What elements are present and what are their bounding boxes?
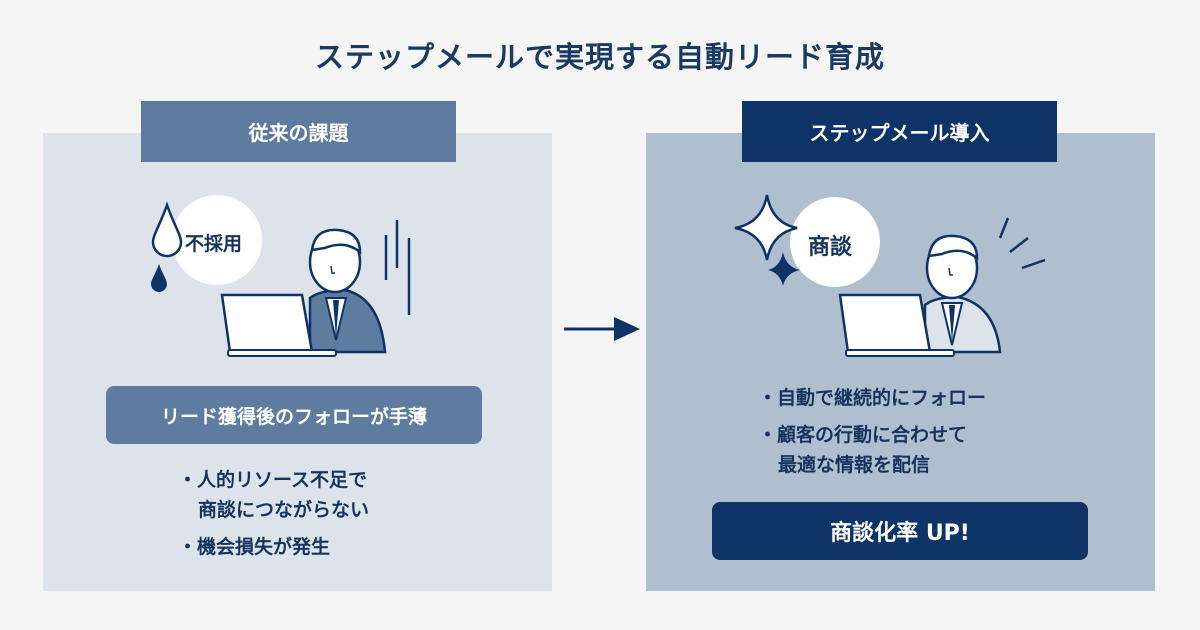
worried-person-illustration (151, 195, 411, 357)
drop-outline-icon (151, 201, 183, 258)
bullet-line: ・人的リソース不足で (178, 469, 368, 491)
happy-person-illustration (734, 194, 1046, 357)
bullet-line: ・顧客の行動に合わせて (758, 424, 968, 446)
bullet-line: ・機会損失が発生 (178, 536, 331, 558)
bullet-line: ・自動で継続的にフォロー (758, 387, 987, 409)
gloom-lines-icon (384, 220, 411, 315)
right-header: ステップメール導入 (742, 101, 1057, 162)
bullet-line: 商談につながらない (198, 499, 370, 521)
arrow-right-icon (564, 317, 640, 341)
deal-bubble-text: 商談 (808, 235, 853, 260)
right-bullets: ・自動で継続的にフォロー ・顧客の行動に合わせて 最適な情報を配信 (758, 383, 986, 480)
left-header: 従来の課題 (141, 101, 456, 162)
drop-filled-icon (151, 264, 167, 292)
bullet-line: 最適な情報を配信 (778, 454, 931, 476)
left-bullets: ・人的リソース不足で 商談につながらない ・機会損失が発生 (178, 465, 369, 562)
left-panel (43, 133, 552, 591)
conversion-up-banner: 商談化率 UP! (712, 502, 1088, 560)
problem-pill: リード獲得後のフォローが手薄 (106, 386, 482, 444)
rejected-bubble-text: 不採用 (185, 233, 243, 255)
excitement-lines-icon (998, 217, 1046, 270)
page-title: ステップメールで実現する自動リード育成 (314, 40, 885, 74)
sparkle-small-icon (768, 252, 800, 286)
sparkle-icon (734, 194, 798, 261)
